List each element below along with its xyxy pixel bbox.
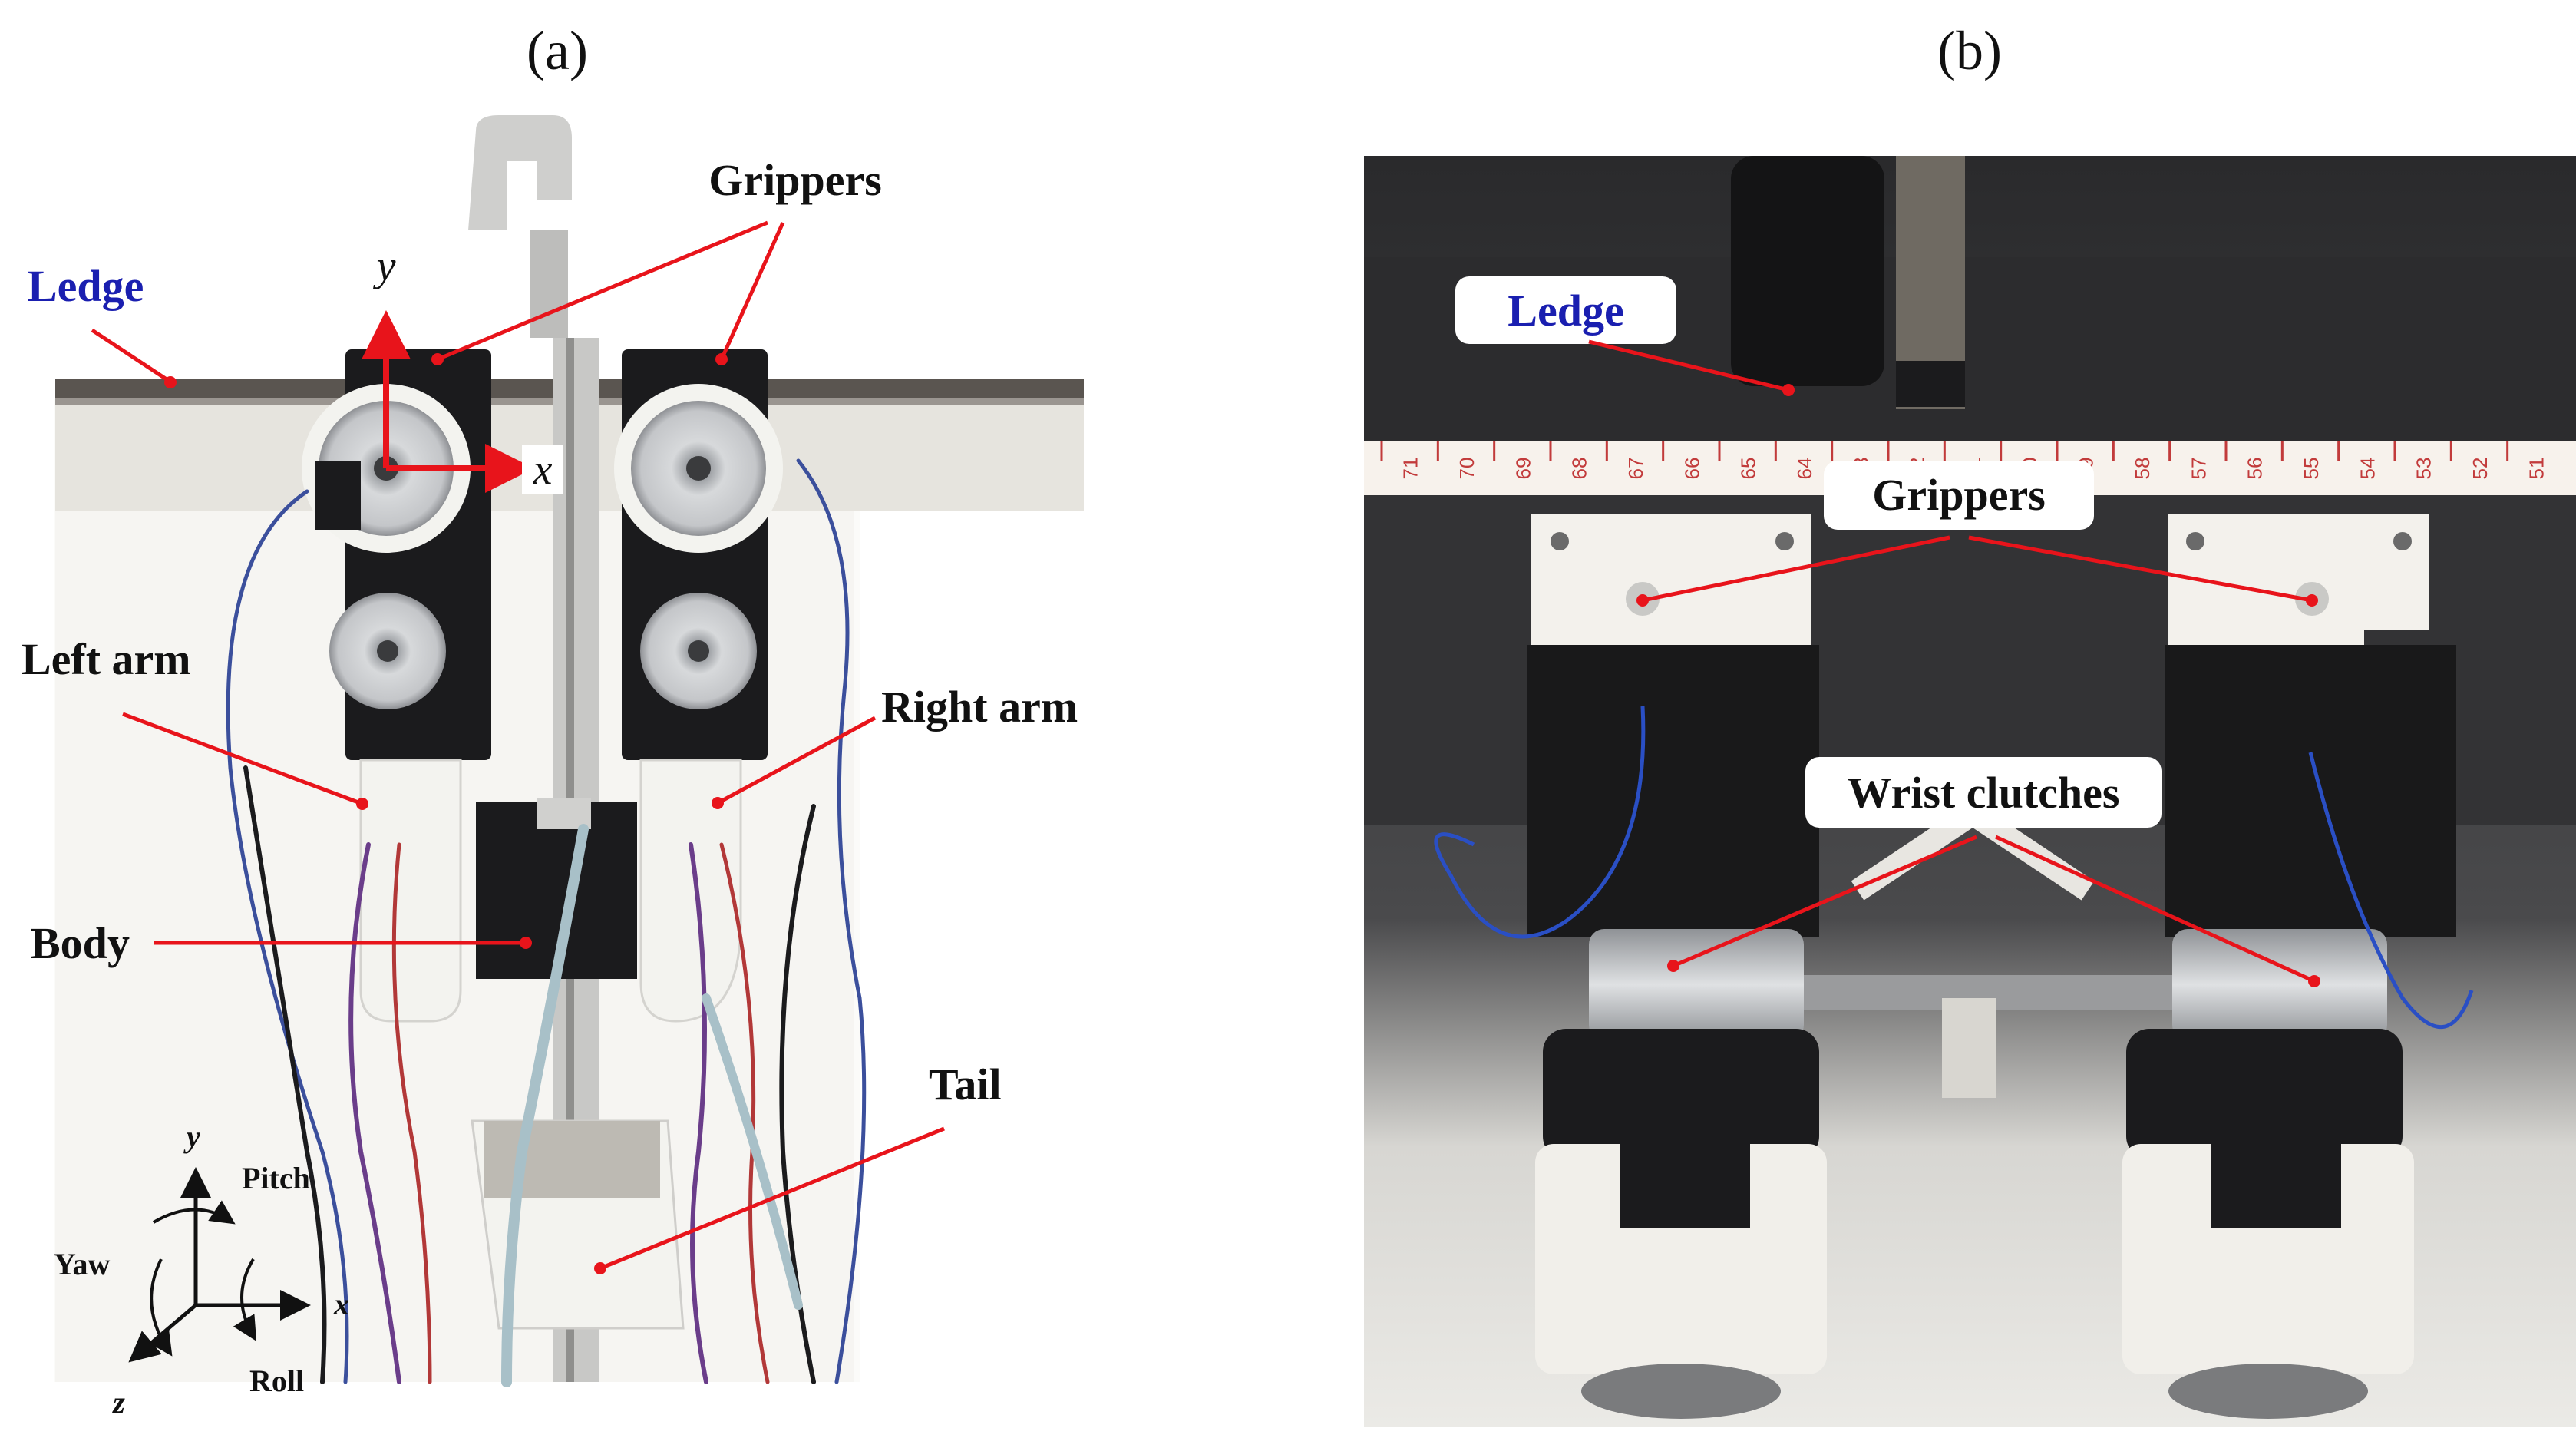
ledge-label-b-box	[1455, 276, 1676, 344]
grippers-label-b: Grippers	[1872, 470, 2046, 520]
grippers-label-a: Grippers	[708, 155, 882, 205]
left-arm-label: Left arm	[21, 634, 191, 684]
annotations-b: Ledge Grippers Wrist clutches	[1455, 276, 2320, 987]
panel-a-photo	[54, 115, 1084, 1387]
tape-number: 66	[1680, 458, 1703, 480]
tape-number: 68	[1568, 458, 1591, 480]
tape-number: 67	[1624, 458, 1647, 480]
tape-number: 64	[1793, 458, 1816, 480]
yaw-label: Yaw	[54, 1247, 110, 1281]
wrist-clutches-label-box	[1805, 757, 2162, 828]
panel-b-label: (b)	[1937, 20, 2002, 81]
annotations-a: Ledge Grippers Left arm Right arm Body T…	[21, 155, 1078, 1274]
tape-number: 53	[2413, 458, 2436, 480]
panel-b: (b) 717069686766656463626160595857565554…	[1364, 20, 2576, 1427]
panel-a: (a)	[21, 20, 1084, 1420]
tape-number: 65	[1737, 458, 1760, 480]
tape-number: 70	[1455, 458, 1478, 480]
tape-number: 57	[2187, 458, 2210, 480]
tape-number: 51	[2525, 458, 2548, 480]
tape-number: 54	[2356, 458, 2379, 480]
right-arm-label: Right arm	[881, 682, 1078, 732]
frame-x-label: x	[533, 446, 553, 494]
grippers-label-b-box	[1824, 461, 2094, 530]
tape-number: 71	[1399, 458, 1422, 480]
wrist-clutches-label: Wrist clutches	[1848, 768, 2120, 818]
ledge-label-b: Ledge	[1508, 286, 1623, 336]
axis-z-label: z	[111, 1385, 125, 1420]
tail-label: Tail	[929, 1060, 1002, 1109]
tape-number: 56	[2244, 458, 2267, 480]
body-label: Body	[31, 918, 130, 968]
tape-number: 69	[1511, 458, 1534, 480]
ledge-label-a: Ledge	[28, 261, 144, 311]
wires	[226, 458, 867, 1387]
frame-y-label: y	[373, 243, 396, 290]
robot-frame: y x	[362, 238, 563, 494]
pitch-label: Pitch	[242, 1161, 310, 1195]
axis-x-label: x	[333, 1287, 349, 1321]
tape-number: 52	[2469, 458, 2492, 480]
rotation-axes-diagram: y x z Pitch Yaw Roll	[54, 1119, 349, 1420]
tape-number: 58	[2131, 458, 2154, 480]
tape-number: 55	[2300, 458, 2323, 480]
panel-a-label: (a)	[527, 20, 588, 81]
roll-label: Roll	[249, 1364, 304, 1398]
axis-y-label: y	[183, 1119, 200, 1154]
